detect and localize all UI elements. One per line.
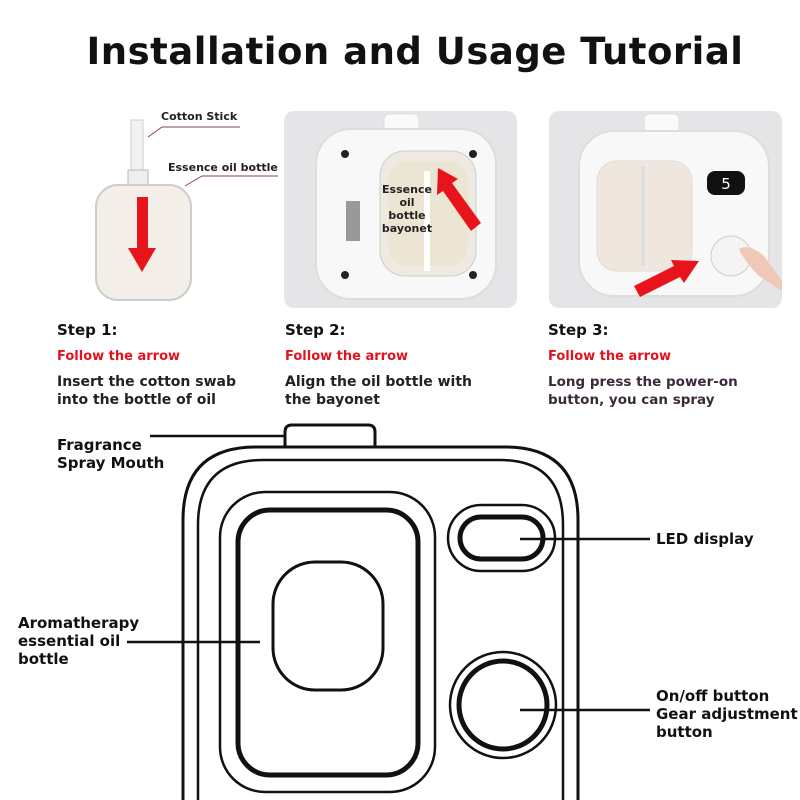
- bottle-window: [271, 560, 385, 692]
- led-value: 5: [721, 175, 731, 193]
- button-outer-ring: [448, 650, 558, 760]
- step1-illustration: [95, 119, 278, 301]
- callout-cotton-stick: Cotton Stick: [161, 110, 238, 123]
- finger: [739, 247, 782, 291]
- up-left-arrow-icon: [437, 168, 481, 231]
- step3-label: Step 3:: [548, 321, 609, 339]
- page-title: Installation and Usage Tutorial: [86, 30, 744, 73]
- callout-line: [147, 126, 163, 138]
- step2-image: [284, 111, 517, 308]
- label-led-display: LED display: [656, 530, 754, 548]
- led-display: [707, 171, 745, 195]
- outer-shell: [181, 445, 580, 800]
- step3-hint: Follow the arrow: [548, 349, 672, 364]
- bottle-outline: [235, 507, 421, 778]
- power-button-outline: [456, 658, 550, 752]
- right-arrow-icon: [634, 260, 699, 297]
- device-diagram: [127, 423, 650, 800]
- callout-essence-oil-bottle: Essence oil bottle: [168, 161, 278, 174]
- callout-bayonet: Essence oil bottle bayonet: [381, 183, 433, 235]
- step1-hint: Follow the arrow: [57, 349, 181, 364]
- bottle-neck: [127, 169, 149, 187]
- spray-mouth: [283, 423, 377, 447]
- step2-label: Step 2:: [285, 321, 346, 339]
- down-arrow-icon: [128, 197, 156, 272]
- step3-image: 5: [549, 111, 782, 308]
- bayonet-slot: [346, 201, 360, 241]
- step2-hint: Follow the arrow: [285, 349, 409, 364]
- step1-label: Step 1:: [57, 321, 118, 339]
